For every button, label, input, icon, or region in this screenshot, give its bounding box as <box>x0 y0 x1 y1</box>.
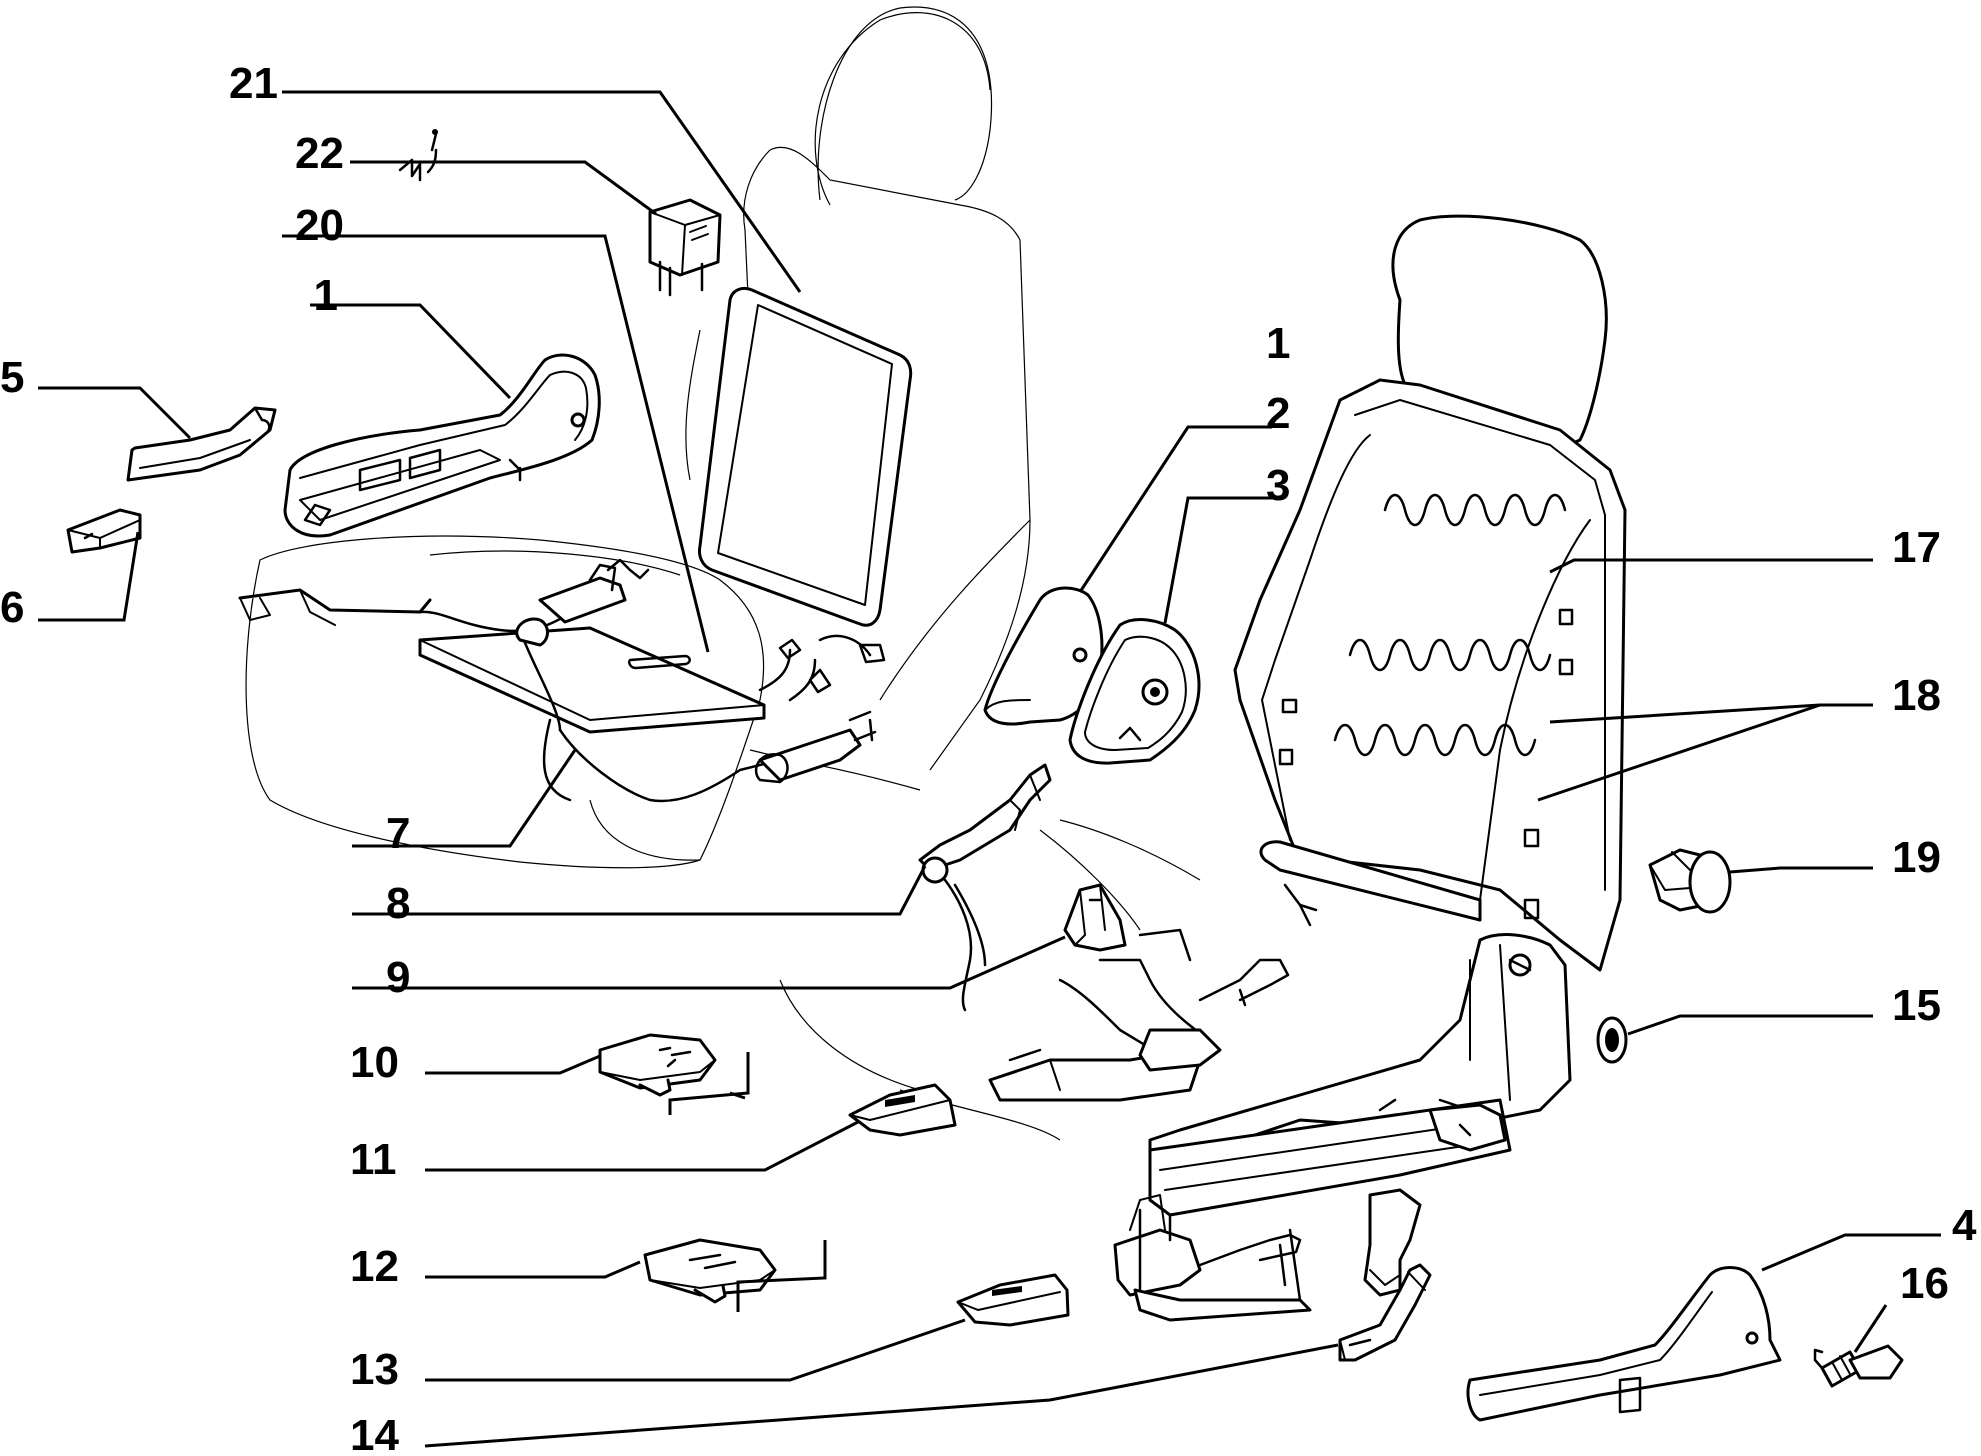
side-cover-3-part <box>1068 618 1201 765</box>
callout-12: 12 <box>350 1242 399 1291</box>
handle-13-part <box>956 1273 1070 1327</box>
callout-21: 21 <box>229 59 278 108</box>
callout-15: 15 <box>1892 981 1941 1030</box>
knob-19-part <box>1648 848 1732 914</box>
callout-labels: 21 22 20 1 5 6 7 8 9 10 11 12 13 14 1 2 … <box>0 59 1977 1456</box>
wire-symbol-icon <box>398 129 438 182</box>
backrest-panel-part <box>698 286 913 627</box>
seat-heater-pad-part <box>418 626 886 734</box>
callout-19: 19 <box>1892 833 1941 882</box>
callout-2: 2 <box>1266 389 1290 438</box>
seat-frame-wire-part <box>238 558 877 803</box>
callout-13: 13 <box>350 1345 399 1394</box>
callout-1-right: 1 <box>1266 319 1290 368</box>
callout-3: 3 <box>1266 461 1290 510</box>
side-trim-left-part <box>283 353 601 538</box>
callout-8: 8 <box>386 879 410 928</box>
button-cap-12-part <box>643 1238 777 1304</box>
side-trim-right-part <box>1466 1266 1782 1422</box>
callout-11: 11 <box>350 1135 397 1184</box>
callout-7: 7 <box>386 809 410 858</box>
callout-5: 5 <box>0 353 24 402</box>
clip-9-part <box>1063 883 1127 952</box>
seat-back-frame-part <box>1113 214 1627 1322</box>
lower-bar-assembly-part <box>988 928 1290 1102</box>
leader-lines <box>38 90 1941 1448</box>
callout-9: 9 <box>386 953 410 1002</box>
screw-16-part <box>1813 1344 1904 1388</box>
button-cap-10-part <box>598 1033 717 1097</box>
callout-10: 10 <box>350 1038 399 1087</box>
callout-22: 22 <box>295 129 344 178</box>
callout-6: 6 <box>0 583 24 632</box>
callout-20: 20 <box>295 201 344 250</box>
callout-4: 4 <box>1952 1201 1977 1250</box>
bracket-5-part <box>126 406 277 482</box>
handle-11-part <box>848 1083 957 1137</box>
lever-14-part <box>1338 1263 1432 1362</box>
side-cover-2-part <box>983 586 1104 726</box>
relay-part <box>648 198 722 297</box>
clip-6-part <box>66 508 142 554</box>
washer-15-part <box>1596 1016 1628 1064</box>
callout-18: 18 <box>1892 671 1941 720</box>
callout-1-left: 1 <box>314 271 338 320</box>
callout-17: 17 <box>1892 523 1941 572</box>
lever-8-part <box>918 763 1052 1012</box>
callout-14: 14 <box>350 1411 399 1456</box>
callout-16: 16 <box>1900 1259 1949 1308</box>
